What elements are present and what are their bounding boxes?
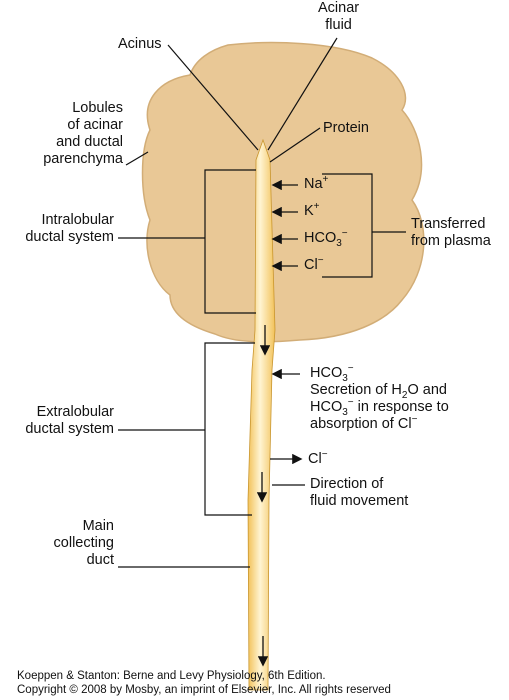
transferred-bracket [322,173,373,278]
na-label: Na+ [304,174,329,192]
acinar-fluid-label: Acinar fluid [318,0,360,33]
secretion-line-2: HCO3− in response to [310,397,449,418]
cl-out-label: Cl− [308,449,328,467]
acinus-label: Acinus [118,36,162,52]
credit-line-1: Koeppen & Stanton: Berne and Levy Physio… [17,670,326,682]
acinus-leader [167,44,259,151]
protein-label: Protein [323,120,369,136]
extralobular-bracket [204,342,255,516]
acinar-fluid-leader [267,37,338,151]
secretion-line-1: Secretion of H2O and [310,382,447,401]
protein-leader [269,127,321,163]
secretion-line-3: absorption of Cl− [310,414,418,432]
secretion-block: HCO3− Secretion of H2O and HCO3− in resp… [310,363,449,433]
hco3-label: HCO3− [304,228,348,249]
lobules-leader [125,151,149,166]
lobules-label: Lobules of acinar and ductal parenchyma [43,100,123,167]
hco3-extra-label: HCO3− [310,363,354,384]
main-duct-label: Main collecting duct [53,518,114,568]
transferred-label: Transferred from plasma [411,216,491,249]
k-label: K+ [304,201,320,219]
credit-line-2: Copyright © 2008 by Mosby, an imprint of… [17,684,391,696]
intralobular-label: Intralobular ductal system [25,212,114,245]
cl-label: Cl− [304,255,324,273]
lobule-parenchyma [141,41,425,343]
duct [247,138,276,691]
intralobular-bracket [204,169,256,314]
extralobular-label: Extralobular ductal system [25,404,114,437]
direction-label: Direction of fluid movement [310,476,409,509]
